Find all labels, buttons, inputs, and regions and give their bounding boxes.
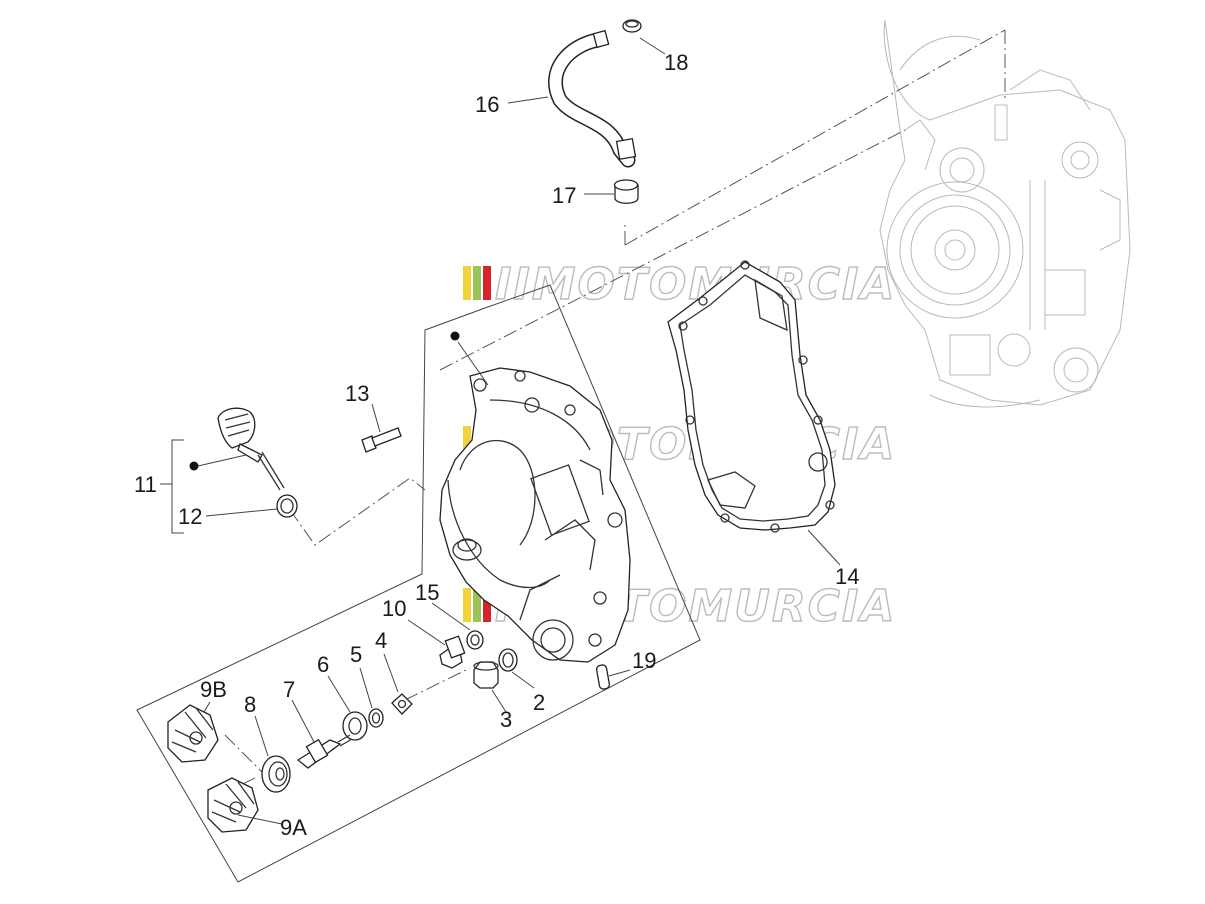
cover-bolt — [361, 427, 402, 453]
seal-ring-2 — [498, 648, 518, 672]
oil-dipstick — [217, 407, 285, 491]
part-labels: 16 18 17 13 11 12 14 15 10 19 5 4 6 2 3 … — [134, 50, 859, 840]
label-3: 3 — [500, 707, 512, 732]
leader-lines — [160, 37, 841, 825]
dowel-pin-19 — [595, 664, 611, 690]
label-9b: 9B — [200, 677, 227, 702]
label-7: 7 — [283, 677, 295, 702]
label-10: 10 — [382, 596, 406, 621]
label-17: 17 — [552, 183, 576, 208]
label-12: 12 — [178, 504, 202, 529]
label-13: 13 — [345, 381, 369, 406]
cover-gasket — [667, 260, 836, 533]
label-18: 18 — [664, 50, 688, 75]
dipstick-o-ring — [276, 494, 298, 518]
hose-clamp-top — [622, 19, 642, 33]
label-14: 14 — [835, 564, 859, 589]
svg-text:IIMOTOMURCIA: IIMOTOMURCIA — [495, 259, 896, 310]
bracket-11 — [171, 439, 184, 534]
label-16: 16 — [475, 92, 499, 117]
oil-filter-sensor — [439, 635, 466, 669]
impeller-9b — [167, 704, 219, 763]
oil-seal-6 — [342, 711, 368, 741]
watermark-top: IIMOTOMURCIA — [463, 258, 896, 311]
engine-block-background — [879, 19, 1131, 408]
label-11: 11 — [134, 472, 157, 497]
washer-4 — [391, 693, 413, 715]
label-6: 6 — [317, 652, 329, 677]
o-ring-5 — [368, 708, 384, 728]
plug-3 — [473, 661, 499, 689]
label-5: 5 — [350, 642, 362, 667]
side-cover — [439, 367, 631, 663]
pump-shaft-7 — [296, 734, 353, 769]
assembly-dot-dipstick — [189, 461, 199, 471]
group-outline — [136, 284, 701, 883]
label-19: 19 — [632, 648, 656, 673]
label-8: 8 — [244, 692, 256, 717]
hose-clamp-bottom — [613, 179, 639, 204]
seal-ring-15 — [466, 630, 484, 650]
label-2: 2 — [533, 690, 545, 715]
breather-hose — [548, 29, 637, 168]
bearing-8 — [261, 755, 291, 793]
impeller-9a — [207, 777, 259, 833]
assembly-dot-cover — [450, 331, 460, 341]
label-4: 4 — [375, 628, 387, 653]
label-9a: 9A — [280, 815, 307, 840]
label-15: 15 — [415, 580, 439, 605]
